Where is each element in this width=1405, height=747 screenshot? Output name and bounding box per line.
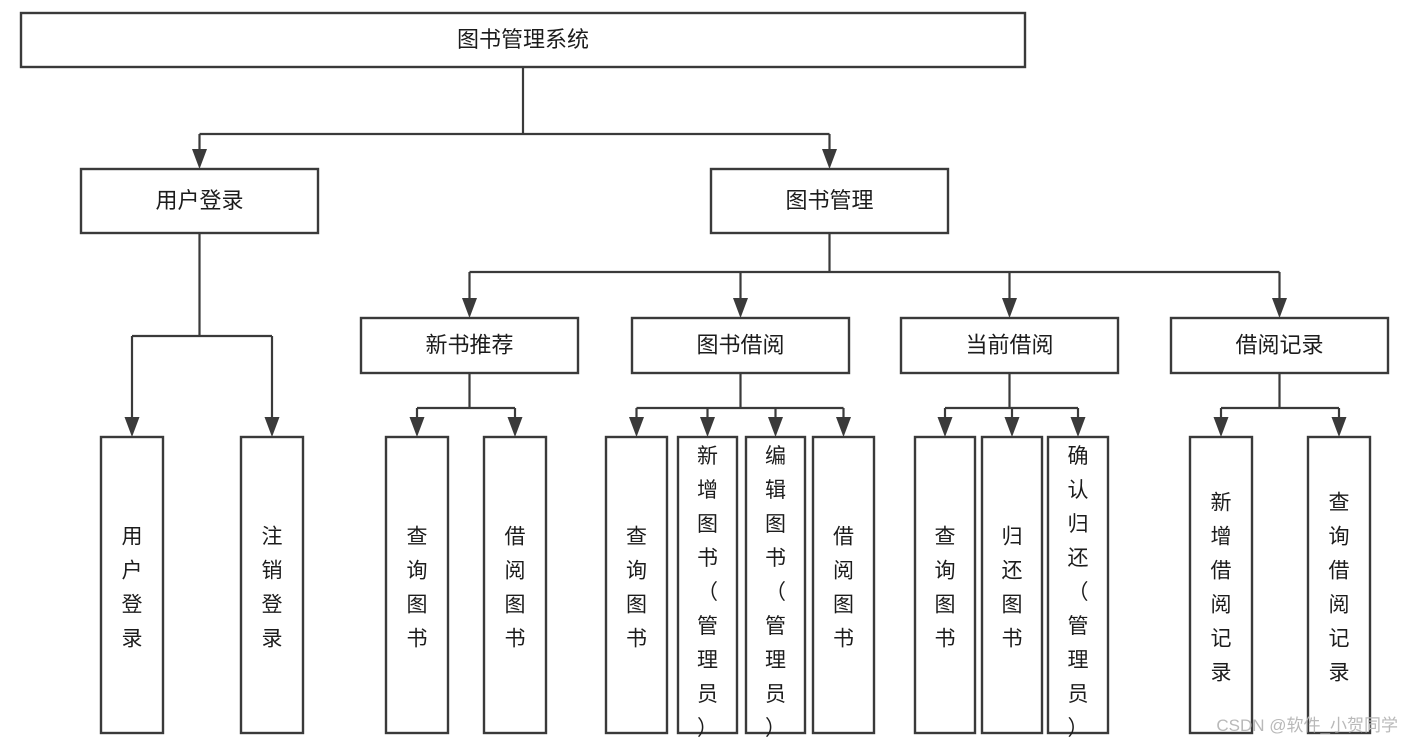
node-current[interactable]: 当前借阅 (899, 316, 1120, 375)
arrow-head-icon (836, 417, 851, 437)
node-box[interactable] (899, 316, 1120, 375)
arrow-head-icon (409, 417, 425, 437)
node-box[interactable] (19, 11, 1027, 69)
arrow-head-icon (1331, 417, 1347, 437)
node-bookmgmt[interactable]: 图书管理 (709, 167, 950, 235)
connector-group-root (192, 67, 837, 169)
connector-group-bookmgmt (462, 233, 1287, 318)
node-label: 借阅记录 (1235, 332, 1323, 357)
node-box[interactable] (604, 435, 669, 735)
node-leaf-cur-3[interactable]: 确认归还（管理员） (1046, 435, 1110, 740)
node-label: 借阅图书 (833, 526, 854, 651)
node-box[interactable] (359, 316, 580, 375)
arrow-head-icon (937, 417, 953, 437)
arrow-head-icon (192, 149, 207, 169)
node-label: 借阅图书 (505, 526, 526, 651)
arrow-head-icon (462, 298, 477, 318)
node-leaf-rec-2[interactable]: 查询借阅记录 (1306, 435, 1372, 735)
node-newbook[interactable]: 新书推荐 (359, 316, 580, 375)
node-leaf-login-1[interactable]: 用户登录 (99, 435, 165, 735)
connector-group-newbook (409, 373, 523, 437)
node-leaf-new-1[interactable]: 查询图书 (384, 435, 450, 735)
arrow-head-icon (822, 149, 837, 169)
node-root[interactable]: 图书管理系统 (19, 11, 1027, 69)
connector-layer (124, 67, 1347, 437)
connector-group-current (937, 373, 1086, 437)
node-box[interactable] (980, 435, 1044, 735)
arrow-head-icon (507, 417, 523, 437)
node-label: 当前借阅 (965, 332, 1053, 357)
arrow-head-icon (264, 417, 280, 437)
arrow-head-icon (1272, 298, 1287, 318)
node-label: 图书管理 (785, 188, 873, 213)
node-leaf-bor-2[interactable]: 新增图书（管理员） (676, 435, 739, 740)
node-leaf-cur-1[interactable]: 查询图书 (913, 435, 977, 735)
node-box[interactable] (482, 435, 548, 735)
node-leaf-login-2[interactable]: 注销登录 (239, 435, 305, 735)
node-label: 图书借阅 (696, 332, 784, 357)
node-label: 用户登录 (155, 188, 243, 213)
node-leaf-bor-3[interactable]: 编辑图书（管理员） (744, 435, 807, 740)
node-label: 查询图书 (935, 526, 956, 651)
node-leaf-bor-4[interactable]: 借阅图书 (811, 435, 876, 735)
node-box[interactable] (1046, 435, 1110, 735)
arrow-head-icon (1070, 417, 1086, 437)
arrow-head-icon (1213, 417, 1229, 437)
node-label: 查询图书 (407, 526, 428, 651)
arrow-head-icon (1004, 417, 1020, 437)
node-label: 查询借阅记录 (1329, 492, 1350, 685)
node-label: 新增图书（管理员） (697, 445, 718, 740)
connector-group-records (1213, 373, 1347, 437)
node-box[interactable] (239, 435, 305, 735)
node-label: 归还图书 (1002, 526, 1023, 651)
node-label: 新书推荐 (425, 332, 513, 357)
node-leaf-cur-2[interactable]: 归还图书 (980, 435, 1044, 735)
node-box[interactable] (744, 435, 807, 735)
node-label: 图书管理系统 (457, 27, 589, 52)
node-label: 用户登录 (122, 526, 143, 651)
node-box[interactable] (79, 167, 320, 235)
node-box[interactable] (676, 435, 739, 735)
node-box[interactable] (1306, 435, 1372, 735)
arrow-head-icon (1002, 298, 1017, 318)
node-box[interactable] (709, 167, 950, 235)
node-records[interactable]: 借阅记录 (1169, 316, 1390, 375)
node-box[interactable] (630, 316, 851, 375)
node-label: 新增借阅记录 (1211, 492, 1232, 685)
watermark-label: CSDN @软件_小贺同学 (1216, 716, 1398, 735)
arrow-head-icon (733, 298, 748, 318)
node-box[interactable] (99, 435, 165, 735)
node-box[interactable] (913, 435, 977, 735)
node-label: 确认归还（管理员） (1068, 445, 1089, 740)
node-leaf-new-2[interactable]: 借阅图书 (482, 435, 548, 735)
connector-group-login (124, 233, 280, 437)
node-layer: 图书管理系统用户登录图书管理新书推荐图书借阅当前借阅借阅记录用户登录注销登录查询… (19, 11, 1390, 740)
node-borrow[interactable]: 图书借阅 (630, 316, 851, 375)
node-login[interactable]: 用户登录 (79, 167, 320, 235)
node-leaf-bor-1[interactable]: 查询图书 (604, 435, 669, 735)
arrow-head-icon (124, 417, 140, 437)
node-label: 注销登录 (262, 526, 283, 651)
arrow-head-icon (700, 417, 715, 437)
node-box[interactable] (384, 435, 450, 735)
node-box[interactable] (811, 435, 876, 735)
arrow-head-icon (629, 417, 644, 437)
arrow-head-icon (768, 417, 783, 437)
node-label: 查询图书 (626, 526, 647, 651)
connector-group-borrow (629, 373, 851, 437)
node-leaf-rec-1[interactable]: 新增借阅记录 (1188, 435, 1254, 735)
node-box[interactable] (1169, 316, 1390, 375)
node-box[interactable] (1188, 435, 1254, 735)
node-label: 编辑图书（管理员） (765, 445, 786, 740)
